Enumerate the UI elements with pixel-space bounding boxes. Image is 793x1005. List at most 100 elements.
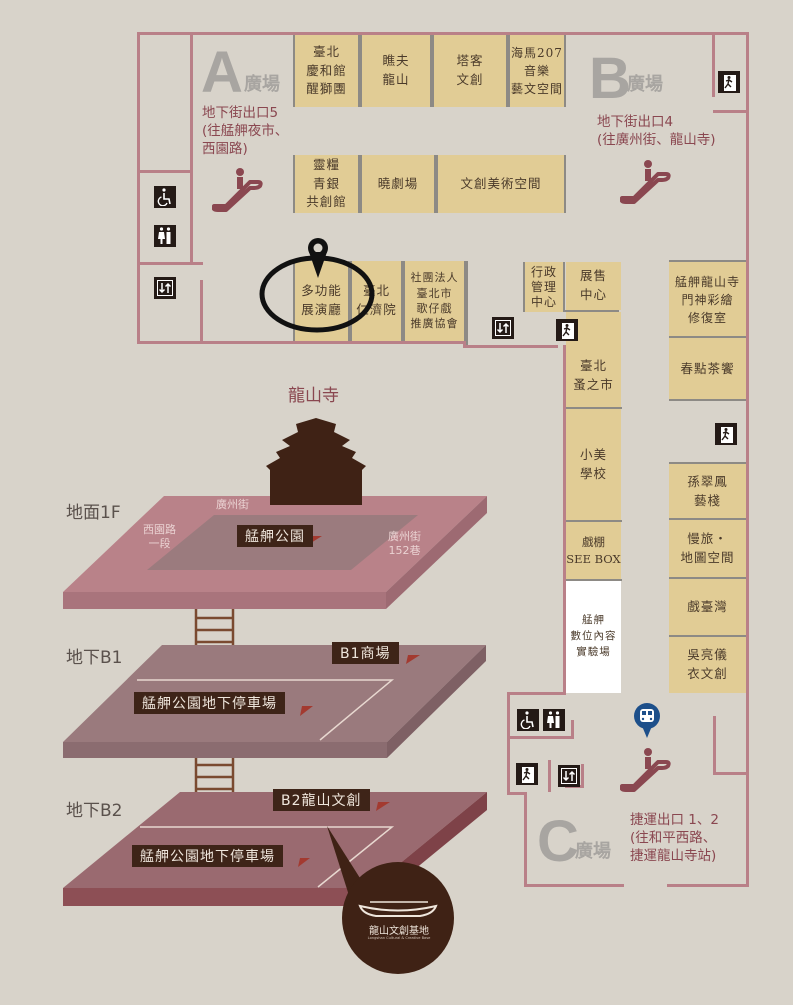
- booth[interactable]: 行政 管理 中心: [523, 262, 565, 312]
- wall: [713, 772, 749, 775]
- elevator-icon[interactable]: [154, 277, 176, 299]
- booth[interactable]: 文創美術空間: [436, 155, 566, 213]
- partition: [566, 579, 622, 581]
- wall: [746, 690, 749, 887]
- wall: [463, 345, 558, 348]
- elevator-icon[interactable]: [558, 765, 580, 787]
- exit-1-2-label: 捷運出口 1、2 (往和平西路、 捷運龍山寺站): [630, 812, 719, 865]
- wheelchair-icon[interactable]: [517, 709, 539, 731]
- booth[interactable]: 孫翠鳳 藝棧: [669, 462, 746, 519]
- booth[interactable]: 小美 學校: [566, 409, 621, 521]
- logo-name: 龍山文創基地: [369, 926, 429, 937]
- wall: [524, 792, 527, 886]
- wall: [713, 110, 749, 113]
- b2-longshan-tag[interactable]: B2龍山文創: [273, 789, 370, 811]
- tag-pointer: [298, 858, 310, 867]
- street-label: 廣州街: [216, 498, 249, 511]
- wall: [200, 280, 203, 342]
- emergency-exit-icon[interactable]: [556, 319, 578, 341]
- highlight-marker: [259, 238, 375, 333]
- floor-1f-slab: [63, 496, 487, 609]
- floor-label-b2: 地下B2: [66, 801, 123, 821]
- partition: [566, 520, 622, 522]
- partition: [466, 261, 468, 345]
- wall: [667, 884, 749, 887]
- booth[interactable]: 瞧夫 龍山: [360, 35, 432, 107]
- booth[interactable]: 戲棚 SEE BOX: [566, 522, 621, 580]
- wall: [137, 32, 749, 35]
- temple-icon: [266, 418, 366, 505]
- wall: [507, 692, 566, 695]
- tag-pointer: [376, 802, 390, 811]
- wall: [524, 884, 624, 887]
- emergency-exit-icon[interactable]: [718, 71, 740, 93]
- booth[interactable]: 戲臺灣: [669, 579, 746, 636]
- emergency-exit-icon[interactable]: [516, 763, 538, 785]
- wall: [190, 236, 193, 264]
- partition: [669, 336, 746, 338]
- booth[interactable]: 展售 中心: [566, 262, 621, 310]
- floor-label-1f: 地面1F: [66, 503, 121, 523]
- wall: [137, 32, 140, 344]
- booth[interactable]: 慢旅・ 地圖空間: [669, 520, 746, 578]
- booth[interactable]: 艋舺龍山寺 門神彩繪 修復室: [669, 260, 746, 337]
- booth[interactable]: 靈糧 青銀 共創館: [293, 155, 360, 213]
- wall: [507, 692, 510, 792]
- wall: [581, 764, 584, 786]
- logo-badge: [327, 826, 454, 974]
- exit-4-label: 地下街出口4 (往廣州街、龍山寺): [597, 114, 716, 149]
- booth[interactable]: 社團法人 臺北市 歌仔戲 推廣協會: [403, 261, 466, 341]
- logo-subtitle: Longshan Cultural & Creative Base: [367, 936, 431, 940]
- partition: [669, 577, 746, 579]
- street-label: 西園路 一段: [143, 523, 176, 551]
- partition: [523, 310, 619, 312]
- escalator-icon: [620, 160, 671, 204]
- partition: [566, 407, 622, 409]
- metro-icon[interactable]: [632, 702, 662, 742]
- street-label: 廣州街 152巷: [388, 530, 421, 558]
- b2-parking-tag[interactable]: 艋舺公園地下停車場: [132, 845, 283, 867]
- wall: [507, 792, 527, 795]
- booth[interactable]: 塔客 文創: [432, 35, 508, 107]
- plaza-a-word: 廣場: [244, 74, 280, 95]
- wall: [463, 341, 466, 348]
- wheelchair-icon[interactable]: [154, 186, 176, 208]
- wall: [137, 341, 465, 344]
- partition: [669, 635, 746, 637]
- wall: [548, 760, 551, 792]
- escalator-icon: [212, 168, 263, 212]
- tag-pointer: [300, 706, 313, 716]
- wall: [563, 345, 566, 693]
- temple-title: 龍山寺: [288, 386, 339, 406]
- wall: [571, 720, 574, 738]
- emergency-exit-icon[interactable]: [715, 423, 737, 445]
- wall: [137, 262, 203, 265]
- partition: [669, 518, 746, 520]
- plaza-b-word: 廣場: [627, 74, 663, 95]
- partition: [669, 399, 746, 401]
- booth[interactable]: 臺北 蚤之市: [566, 312, 621, 409]
- park-tag[interactable]: 艋舺公園: [237, 525, 313, 547]
- booth[interactable]: 曉劇場: [360, 155, 436, 213]
- cross-section-diagram: [63, 418, 487, 974]
- restroom-icon[interactable]: [154, 225, 176, 247]
- elevator-icon[interactable]: [492, 317, 514, 339]
- booth[interactable]: 海馬207 音樂 藝文空間: [508, 35, 566, 107]
- b1-parking-tag[interactable]: 艋舺公園地下停車場: [134, 692, 285, 714]
- plaza-c-word: 廣場: [575, 841, 611, 862]
- wall: [137, 170, 193, 173]
- wall: [507, 736, 574, 739]
- floor-label-b1: 地下B1: [66, 648, 123, 668]
- booth[interactable]: 艋舺 數位內容 實驗場: [566, 581, 621, 693]
- plaza-a-letter: A: [201, 40, 243, 105]
- booth[interactable]: 臺北 仁濟院: [350, 261, 403, 341]
- escalator-icon: [620, 748, 671, 792]
- b1-mall-tag[interactable]: B1商場: [332, 642, 399, 664]
- booth[interactable]: 臺北 慶和館 醒獅團: [293, 35, 360, 107]
- location-pin-icon: [308, 238, 328, 278]
- exit-5-label: 地下街出口5 (往艋舺夜市、 西園路): [202, 105, 289, 158]
- tag-pointer: [406, 655, 420, 664]
- booth[interactable]: 春點茶饗: [669, 338, 746, 400]
- booth[interactable]: 吳亮儀 衣文創: [669, 637, 746, 693]
- restroom-icon[interactable]: [543, 709, 565, 731]
